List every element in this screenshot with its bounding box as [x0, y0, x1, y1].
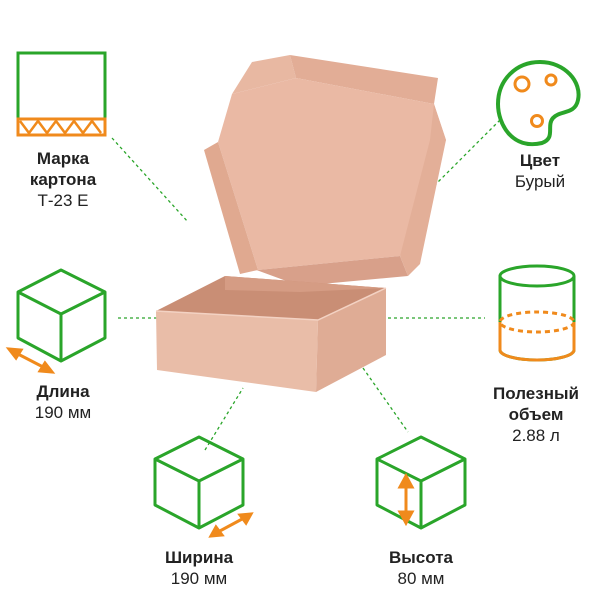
color-title: Цвет [519, 151, 561, 170]
cube-height-icon [375, 435, 467, 530]
height-title: Высота [389, 548, 453, 567]
length-title: Длина [36, 382, 90, 401]
palette-icon [495, 59, 581, 147]
cylinder-volume-icon [498, 264, 576, 362]
height-value: 80 мм [397, 569, 445, 588]
feature-color: Цвет Бурый [490, 150, 590, 192]
feature-height: Высота 80 мм [366, 547, 476, 589]
length-value: 190 мм [34, 403, 92, 422]
feature-length: Длина 190 мм [8, 381, 118, 423]
volume-title-line-1: Полезный [493, 384, 579, 403]
open-box-image [155, 55, 446, 392]
width-value: 190 мм [170, 569, 228, 588]
grade-value: Т-23 Е [37, 191, 89, 210]
cube-width-icon [153, 435, 254, 538]
grade-title-line-2: картона [29, 170, 97, 189]
connector-lines [111, 119, 501, 451]
corrugated-cardboard-icon [16, 51, 107, 137]
color-value: Бурый [514, 172, 566, 191]
grade-title-line-1: Марка [36, 149, 90, 168]
feature-grade: Марка картона Т-23 Е [8, 148, 118, 211]
volume-value: 2.88 л [512, 426, 560, 445]
cube-length-icon [5, 268, 107, 374]
feature-width: Ширина 190 мм [144, 547, 254, 589]
volume-title-line-2: объем [508, 405, 564, 424]
feature-volume: Полезный объем 2.88 л [476, 383, 596, 446]
width-title: Ширина [164, 548, 234, 567]
